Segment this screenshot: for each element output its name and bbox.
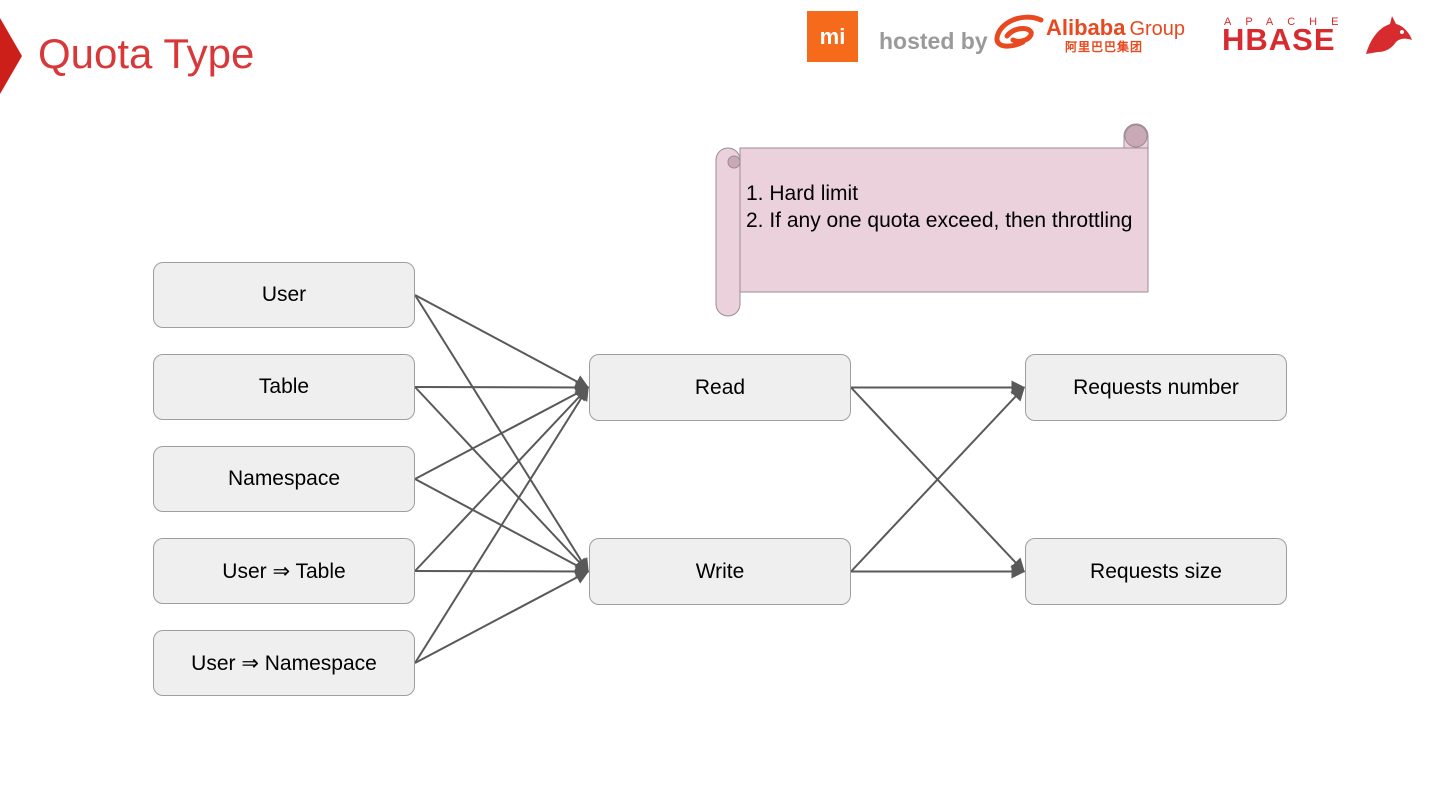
slide-title: Quota Type (38, 30, 255, 77)
edge-user-table-to-read (414, 386, 589, 572)
alibaba-name: Alibaba (1046, 15, 1126, 40)
mi-logo-text: mi (819, 23, 846, 49)
note-text: 1. Hard limit 2. If any one quota exceed… (746, 180, 1136, 234)
edge-user-to-read (414, 294, 590, 389)
node-user-namespace: User ⇒ Namespace (153, 630, 415, 696)
node-namespace: Namespace (153, 446, 415, 512)
note-line-1: 1. Hard limit (746, 182, 859, 205)
note-line-2: 2. If any one quota exceed, then throttl… (746, 209, 1133, 232)
alibaba-cn-text: 阿里巴巴集团 (1065, 40, 1144, 54)
apache-text: APACHE (1224, 16, 1353, 28)
edge-user-namespace-to-read (414, 386, 589, 664)
alibaba-group: Group (1129, 18, 1186, 40)
mi-logo: mi (807, 11, 858, 62)
edge-write-to-req-number (850, 386, 1025, 573)
node-table: Table (153, 354, 415, 420)
edge-user-namespace-to-write (414, 570, 590, 664)
node-read: Read (589, 354, 851, 421)
hbase-orca-icon (1366, 16, 1412, 54)
hosted-by-text: hosted by (879, 28, 988, 54)
node-user: User (153, 262, 415, 328)
node-req-number: Requests number (1025, 354, 1287, 421)
edges-group (414, 294, 1026, 664)
note-scroll (715, 123, 1149, 317)
hbase-text: HBASE (1222, 22, 1336, 57)
node-user-table: User ⇒ Table (153, 538, 415, 604)
edge-user-table-to-write (414, 564, 590, 579)
title-chevron-icon (0, 18, 22, 94)
alibaba-mark-icon (994, 14, 1044, 49)
edge-namespace-to-read (414, 386, 590, 480)
node-write: Write (589, 538, 851, 605)
edge-table-to-read (414, 380, 590, 395)
node-req-size: Requests size (1025, 538, 1287, 605)
